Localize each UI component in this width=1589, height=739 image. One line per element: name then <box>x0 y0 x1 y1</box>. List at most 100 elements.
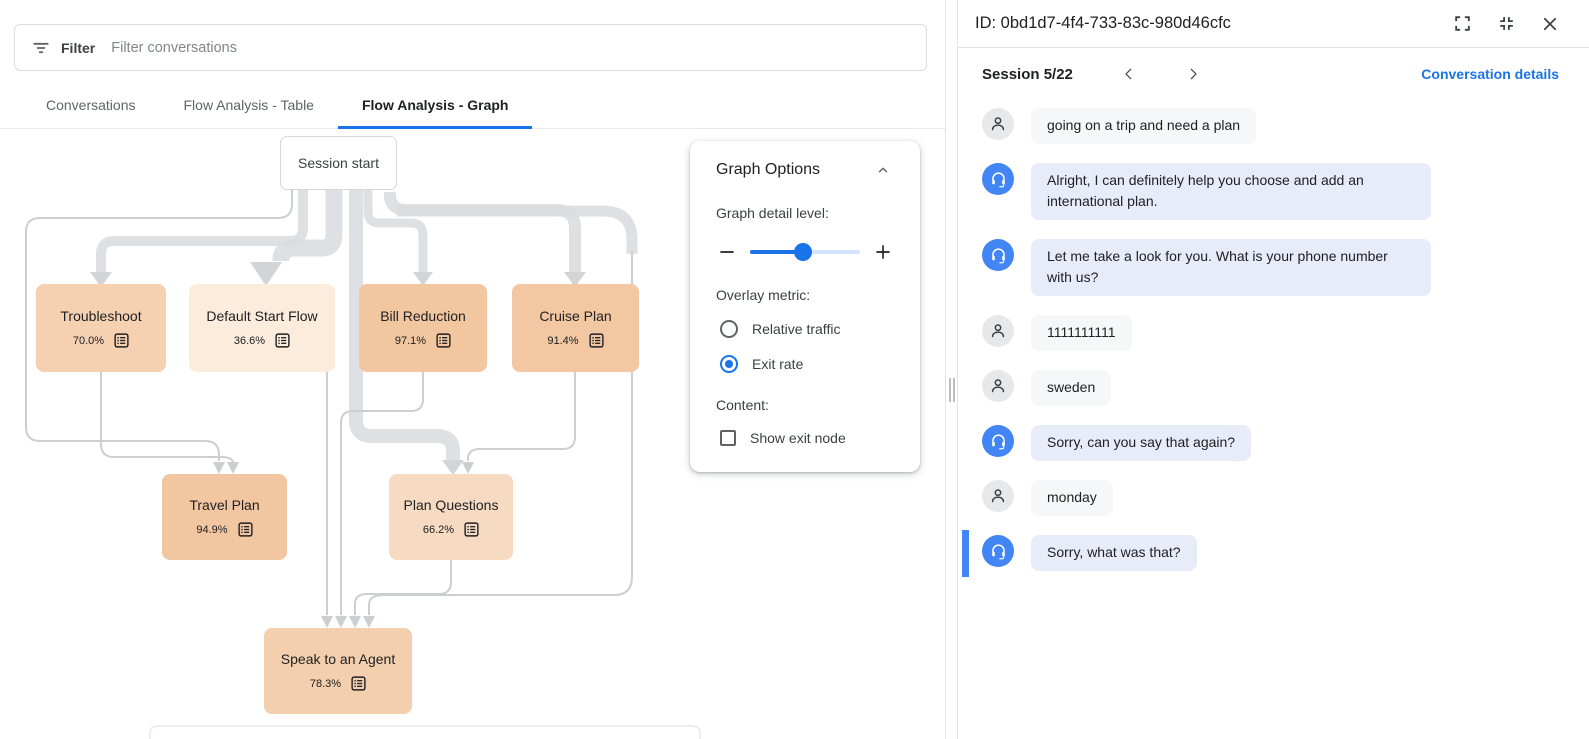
headset-icon <box>991 433 1005 449</box>
tab-flow-analysis-table[interactable]: Flow Analysis - Table <box>183 97 314 113</box>
list-alt-icon[interactable] <box>238 522 253 537</box>
flow-analysis-panel: Filter Filter conversations Conversation… <box>0 24 945 739</box>
flow-node-session-start[interactable]: Session start <box>280 136 397 190</box>
person-icon <box>991 117 1005 131</box>
message-bubble: Let me take a look for you. What is your… <box>1031 239 1431 296</box>
previous-session-chevron-left-icon[interactable] <box>1117 62 1141 86</box>
graph-options-panel: Graph Options Graph detail level: <box>690 141 920 472</box>
detail-panel-header: ID: 0bd1d7-4f4-733-83c-980d46cfc <box>958 0 1589 48</box>
fullscreen-icon[interactable] <box>1451 13 1473 35</box>
user-avatar <box>982 315 1014 347</box>
message-bubble: 1111111111 <box>1031 315 1132 351</box>
flow-node-travel-plan[interactable]: Travel Plan 94.9% <box>162 474 287 560</box>
user-avatar <box>982 480 1014 512</box>
bot-avatar <box>982 425 1014 457</box>
list-alt-icon[interactable] <box>114 333 129 348</box>
tab-conversations[interactable]: Conversations <box>46 97 136 113</box>
flow-node-plan-questions[interactable]: Plan Questions 66.2% <box>389 474 513 560</box>
slider-thumb[interactable] <box>793 243 812 261</box>
graph-options-title: Graph Options <box>716 161 821 178</box>
zoom-in-plus-icon[interactable] <box>872 241 894 263</box>
session-nav-row: Session 5/22 Conversation details <box>958 48 1589 94</box>
radio-exit-rate[interactable]: Exit rate <box>716 355 894 373</box>
user-avatar <box>982 370 1014 402</box>
checkbox-icon <box>720 430 736 446</box>
bot-avatar <box>982 239 1014 271</box>
message-row-highlighted: Sorry, what was that? <box>958 530 1589 577</box>
list-alt-icon[interactable] <box>275 333 290 348</box>
person-icon <box>991 324 1005 338</box>
radio-checked-icon <box>720 355 738 373</box>
exit-rate-value: 91.4% <box>547 334 579 347</box>
checkbox-show-exit-node[interactable]: Show exit node <box>716 430 894 446</box>
session-counter: Session 5/22 <box>982 65 1073 83</box>
list-alt-icon[interactable] <box>436 333 451 348</box>
overlay-metric-label: Overlay metric: <box>716 287 811 303</box>
flow-node-speak-to-an-agent[interactable]: Speak to an Agent 78.3% <box>264 628 412 714</box>
list-alt-icon[interactable] <box>589 333 604 348</box>
flow-node-cruise-plan[interactable]: Cruise Plan 91.4% <box>512 284 639 372</box>
headset-icon <box>991 171 1005 187</box>
splitter-grip-icon <box>949 378 955 402</box>
exit-rate-value: 97.1% <box>394 334 427 347</box>
message-row: sweden <box>958 370 1589 406</box>
fullscreen-exit-icon[interactable] <box>1495 13 1517 35</box>
message-row: Let me take a look for you. What is your… <box>958 239 1589 296</box>
flow-node-label: Speak to an Agent <box>280 651 396 667</box>
tab-flow-analysis-graph[interactable]: Flow Analysis - Graph <box>337 97 533 129</box>
exit-rate-value: 78.3% <box>309 677 342 690</box>
panel-splitter[interactable] <box>945 0 958 739</box>
exit-rate-value: 66.2% <box>422 523 455 536</box>
message-row: Alright, I can definitely help you choos… <box>958 163 1589 220</box>
radio-icon <box>720 320 738 338</box>
conversation-detail-panel: ID: 0bd1d7-4f4-733-83c-980d46cfc Session… <box>958 0 1589 739</box>
exit-rate-value: 36.6% <box>233 334 266 347</box>
next-session-chevron-right-icon[interactable] <box>1181 62 1205 86</box>
user-avatar <box>982 108 1014 140</box>
flow-graph-canvas[interactable]: Session start Troubleshoot 70.0% Default… <box>0 129 945 739</box>
list-alt-icon[interactable] <box>351 676 366 691</box>
flow-node-label: Travel Plan <box>189 497 260 513</box>
message-bubble: Sorry, can you say that again? <box>1031 425 1252 461</box>
slider-fill <box>750 250 803 254</box>
message-bubble: Alright, I can definitely help you choos… <box>1031 163 1431 220</box>
message-bubble: Sorry, what was that? <box>1031 535 1197 571</box>
list-alt-icon[interactable] <box>464 522 479 537</box>
filter-bar[interactable]: Filter Filter conversations <box>14 24 927 71</box>
transcript-list: going on a trip and need a plan Alright,… <box>958 94 1589 590</box>
message-row: going on a trip and need a plan <box>958 108 1589 144</box>
message-row: 1111111111 <box>958 315 1589 351</box>
flow-node-label: Cruise Plan <box>539 308 612 324</box>
message-bubble: monday <box>1031 480 1113 516</box>
tab-bar: Conversations Flow Analysis - Table Flow… <box>0 89 945 129</box>
flow-edges <box>25 189 701 739</box>
message-bubble: sweden <box>1031 370 1112 406</box>
radio-relative-traffic[interactable]: Relative traffic <box>716 320 894 338</box>
conversation-details-link[interactable]: Conversation details <box>1421 66 1559 82</box>
person-icon <box>991 379 1005 393</box>
flow-node-bill-reduction[interactable]: Bill Reduction 97.1% <box>359 284 487 372</box>
flow-node-label: Bill Reduction <box>380 308 466 324</box>
filter-list-icon <box>31 38 51 58</box>
content-label: Content: <box>716 397 769 413</box>
graph-detail-slider[interactable] <box>750 243 860 261</box>
person-icon <box>991 489 1005 503</box>
conversation-id-title: ID: 0bd1d7-4f4-733-83c-980d46cfc <box>975 14 1231 32</box>
close-icon[interactable] <box>1539 13 1561 35</box>
flow-node-troubleshoot[interactable]: Troubleshoot 70.0% <box>36 284 166 372</box>
flow-node-label: Plan Questions <box>403 497 499 513</box>
flow-node-default-start-flow[interactable]: Default Start Flow 36.6% <box>189 284 335 372</box>
filter-conversations-input[interactable]: Filter conversations <box>111 39 237 56</box>
collapse-chevron-up-icon[interactable] <box>872 159 894 181</box>
message-bubble: going on a trip and need a plan <box>1031 108 1257 144</box>
headset-icon <box>991 543 1005 559</box>
exit-rate-value: 94.9% <box>196 523 228 536</box>
graph-detail-label: Graph detail level: <box>716 205 829 221</box>
bot-avatar <box>982 163 1014 195</box>
message-row: monday <box>958 480 1589 516</box>
highlight-marker <box>962 530 969 577</box>
message-row: Sorry, can you say that again? <box>958 425 1589 461</box>
zoom-out-minus-icon[interactable] <box>716 241 738 263</box>
filter-label: Filter <box>61 39 96 56</box>
bot-avatar <box>982 535 1014 567</box>
